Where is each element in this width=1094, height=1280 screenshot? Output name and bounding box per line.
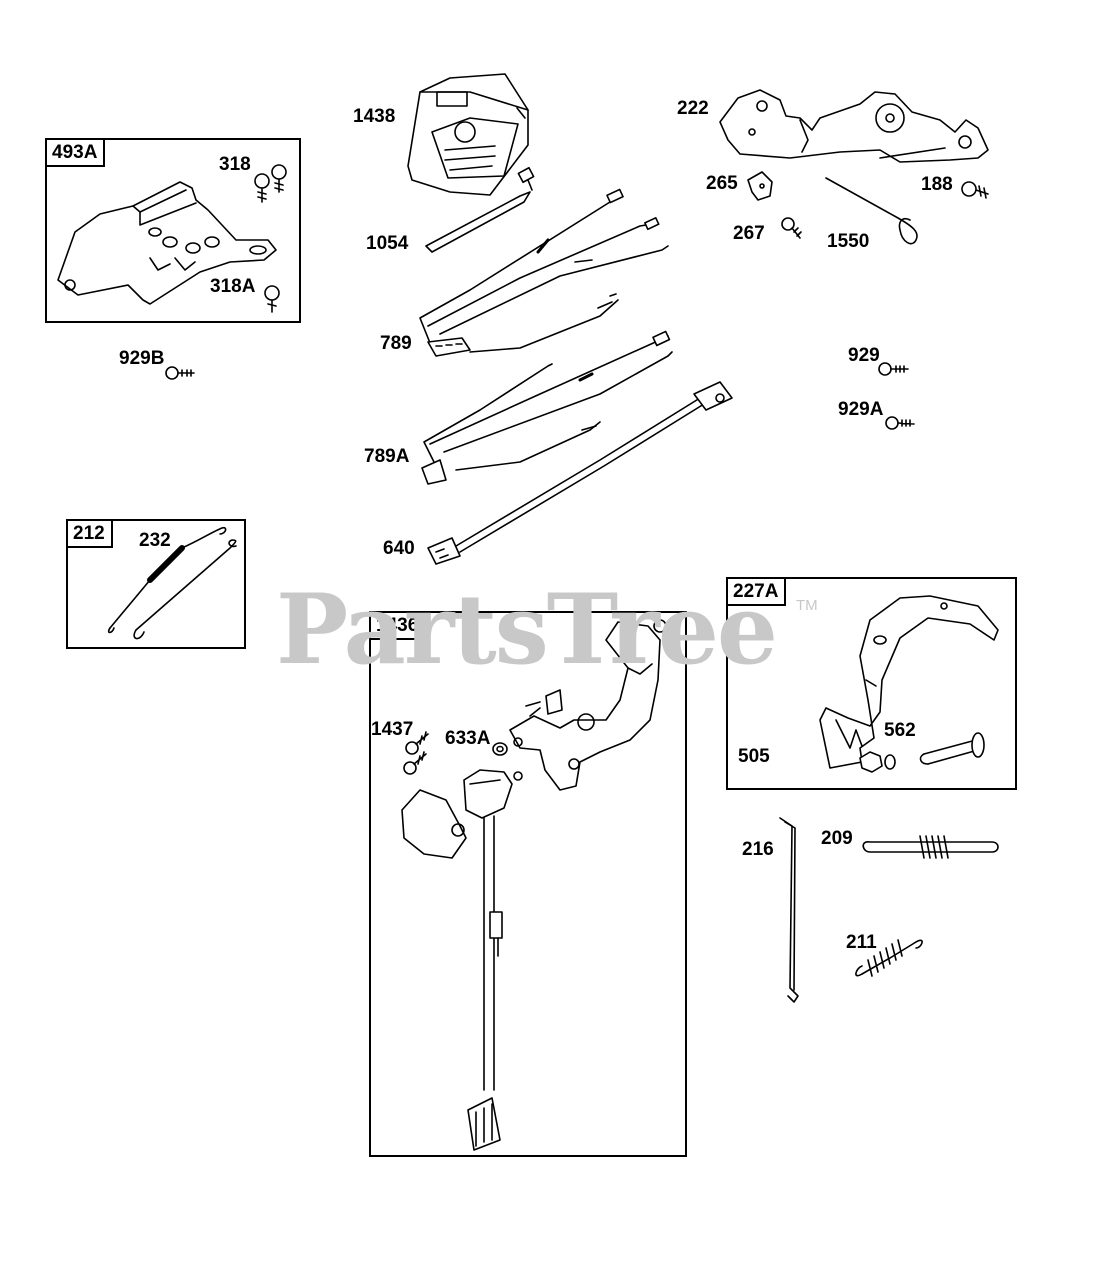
- callout-505: 505: [738, 746, 770, 767]
- spring-211-part: [855, 939, 923, 977]
- watermark-text: PartsTree: [276, 573, 778, 686]
- bracket-227a-part: [819, 595, 999, 769]
- bracket-493a-part: [57, 181, 277, 305]
- screw-188-part: [961, 181, 989, 199]
- group-box-212: 212: [66, 519, 246, 649]
- screw-929-part: [878, 362, 909, 376]
- nut-505-part: [859, 751, 896, 773]
- linkage-222-part: [719, 89, 989, 163]
- bracket-1436-part: [509, 619, 667, 791]
- link-1550-part: [825, 177, 918, 245]
- screw-1437-part: [403, 731, 429, 775]
- callout-222: 222: [677, 98, 709, 119]
- callout-209: 209: [821, 828, 853, 849]
- group-box-227a: 227A: [726, 577, 1017, 790]
- callout-188: 188: [921, 174, 953, 195]
- group-tag-227a: 227A: [728, 579, 787, 606]
- callout-1437: 1437: [371, 719, 414, 740]
- callout-1438: 1438: [353, 106, 396, 127]
- callout-789a: 789A: [364, 446, 410, 467]
- callout-640: 640: [383, 538, 415, 559]
- harness-789a-part: [421, 330, 673, 485]
- callout-633a: 633A: [445, 728, 491, 749]
- callout-929b: 929B: [119, 348, 165, 369]
- callout-211: 211: [846, 932, 877, 953]
- callout-789: 789: [380, 333, 412, 354]
- callout-1054: 1054: [366, 233, 409, 254]
- callout-265: 265: [706, 173, 738, 194]
- group-tag-212: 212: [68, 521, 113, 548]
- group-box-1436: 1436: [369, 611, 687, 1157]
- spring-232-part: [107, 526, 227, 634]
- screw-929a-part: [885, 416, 915, 430]
- cable-tie-1054-part: [425, 166, 535, 253]
- callout-929: 929: [848, 345, 880, 366]
- screw-929b-part: [165, 366, 195, 380]
- screw-318-part: [254, 164, 287, 203]
- harness-789-part: [419, 188, 669, 357]
- callout-267: 267: [733, 223, 765, 244]
- callout-1550: 1550: [827, 231, 870, 252]
- watermark-trademark: TM: [796, 597, 818, 614]
- callout-318a: 318A: [210, 276, 256, 297]
- callout-318: 318: [219, 154, 251, 175]
- group-box-493a: 493A: [45, 138, 301, 323]
- module-1438-part: [407, 73, 529, 196]
- callout-232: 232: [139, 530, 171, 551]
- callout-216: 216: [742, 839, 774, 860]
- clip-265-part: [747, 171, 773, 201]
- screw-318a-part: [264, 285, 280, 313]
- group-tag-493a: 493A: [47, 140, 106, 167]
- rod-212-part: [133, 539, 237, 640]
- switch-1436-part: [401, 769, 523, 1151]
- group-tag-1436: 1436: [371, 613, 427, 640]
- rod-216-part: [779, 817, 799, 1003]
- wire-640-part: [427, 381, 733, 565]
- callout-562: 562: [884, 720, 916, 741]
- bolt-562-part: [919, 732, 985, 765]
- washer-633a-part: [492, 742, 508, 756]
- screw-267-part: [781, 217, 802, 239]
- spring-209-part: [862, 835, 999, 859]
- callout-929a: 929A: [838, 399, 884, 420]
